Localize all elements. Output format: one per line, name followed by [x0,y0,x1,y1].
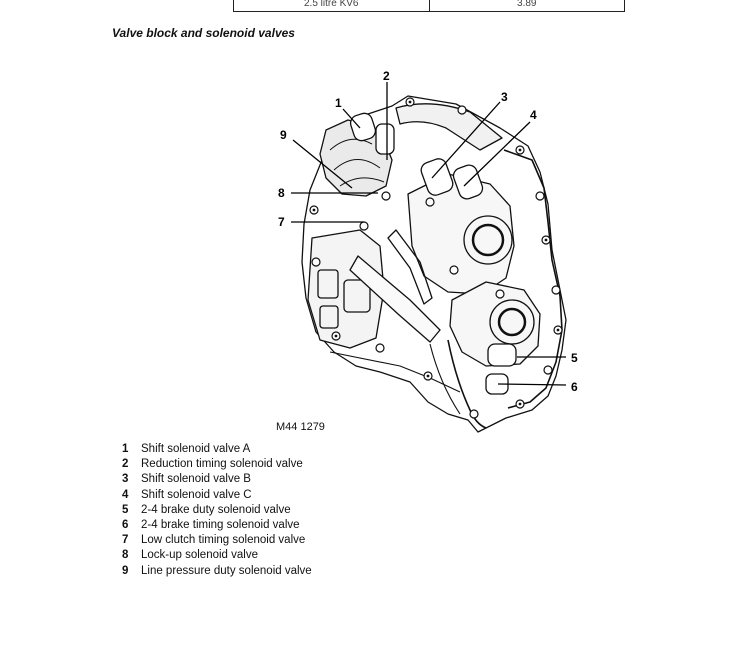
legend-number: 2 [122,458,129,471]
legend-item: 6 2-4 brake timing solenoid valve [122,518,312,533]
callout-1: 1 [335,96,342,110]
spec-table-row: 2.5 litre KV6 3.89 [233,0,625,12]
callout-3: 3 [501,90,508,104]
legend-item: 1 Shift solenoid valve A [122,442,312,457]
callout-7: 7 [278,215,285,229]
legend-number: 6 [122,519,129,532]
figure-reference: M44 1279 [276,421,325,433]
legend-label: Low clutch timing solenoid valve [141,534,306,547]
section-title: Valve block and solenoid valves [112,26,295,40]
legend-number: 5 [122,503,129,516]
legend-label: 2-4 brake duty solenoid valve [141,503,291,516]
legend-item: 5 2-4 brake duty solenoid valve [122,503,312,518]
callout-8: 8 [278,186,285,200]
legend-number: 7 [122,534,129,547]
legend-number: 9 [122,564,129,577]
callout-2: 2 [383,69,390,83]
callout-6: 6 [571,380,578,394]
callout-5: 5 [571,351,578,365]
callout-4: 4 [530,108,537,122]
legend-label: Reduction timing solenoid valve [141,458,303,471]
legend-label: 2-4 brake timing solenoid valve [141,519,300,532]
legend-item: 8 Lock-up solenoid valve [122,548,312,563]
legend-number: 1 [122,443,129,455]
legend-number: 3 [122,473,129,486]
component-legend: 1 Shift solenoid valve A 2 Reduction timin… [122,442,312,579]
legend-label: Shift solenoid valve B [141,473,251,486]
legend-item: 2 Reduction timing solenoid valve [122,457,312,472]
legend-item: 3 Shift solenoid valve B [122,472,312,487]
callout-9: 9 [280,128,287,142]
legend-item: 4 Shift solenoid valve C [122,488,312,503]
legend-number: 4 [122,488,129,501]
legend-number: 8 [122,549,129,562]
valve-block-illustration: 1 2 3 4 5 6 7 8 9 [278,69,578,433]
legend-label: Line pressure duty solenoid valve [141,564,312,577]
legend-item: 7 Low clutch timing solenoid valve [122,533,312,548]
legend-label: Lock-up solenoid valve [141,549,258,562]
spec-table-model-cell: 2.5 litre KV6 [304,0,359,9]
legend-label: Shift solenoid valve A [141,443,251,455]
legend-item: 9 Line pressure duty solenoid valve [122,564,312,579]
spec-table-ratio-cell: 3.89 [428,0,625,11]
legend-label: Shift solenoid valve C [141,488,252,501]
